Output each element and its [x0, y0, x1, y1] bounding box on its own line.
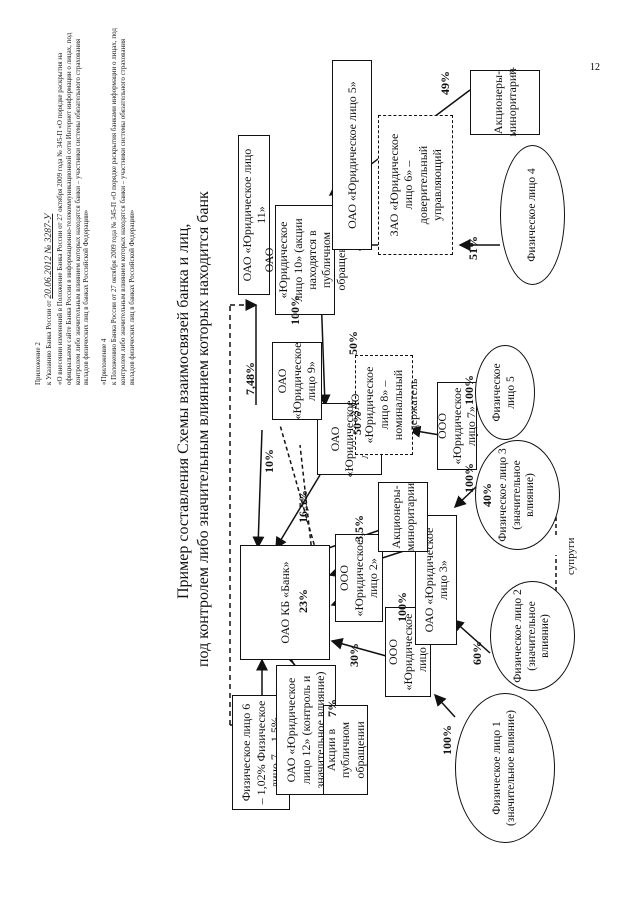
line-pers3-oao3: [453, 484, 479, 509]
pct-pers2-60: 60%: [470, 641, 484, 665]
node-zao6: ЗАО «Юридическое лицо 6» – доверительный…: [378, 115, 453, 255]
line-pers1-ooo1: [433, 693, 456, 718]
node-pers4: Физическое лицо 4: [500, 145, 565, 285]
pct-minority2-49: 49%: [438, 71, 452, 95]
pct-oao4-165: 16,5%: [296, 490, 310, 523]
pct-pers1-100: 100%: [440, 725, 454, 755]
line-ooo7-zao8: [408, 425, 441, 438]
pct-pers3-40: 40%: [480, 483, 494, 507]
node-ooo2: ООО «Юридическое лицо 2»: [335, 534, 383, 622]
pct-oao10-100: 100%: [288, 295, 302, 325]
pct-ooo2-23: 23%: [296, 589, 310, 613]
pct-oao9-10: 10%: [262, 449, 276, 473]
node-pers2: Физическое лицо 2 (значительное влияние): [490, 581, 575, 691]
pct-oao3-100: 100%: [395, 592, 409, 622]
spouses-label: супруги: [565, 537, 577, 575]
pct-oao9-748: 7,48%: [243, 362, 257, 395]
line-pers2-oao3: [451, 619, 491, 654]
node-zao8: ЗАО «Юридическое лицо 8» – номинальный д…: [348, 355, 420, 455]
node-public-shares: Акции в публичном обращении: [323, 705, 368, 795]
node-oao9: ОАО «Юридическое лицо 9»: [272, 342, 322, 420]
node-bank: ОАО КБ «Банк»: [240, 545, 330, 660]
pct-ooo7-100: 100%: [462, 463, 476, 493]
trailing-mark: ».: [505, 66, 517, 75]
node-minority2: Акционеры-миноритарии: [470, 68, 540, 137]
pct-pers5-100: 100%: [462, 375, 476, 405]
node-oao10: ОАО «Юридическое лицо 10» (акции находят…: [262, 205, 348, 315]
dash-bank-oao9: [279, 424, 321, 566]
pct-oao5-50: 50%: [346, 331, 360, 355]
pct-minority1-35: 3,5%: [352, 515, 366, 542]
node-pers1: Физическое лицо 1 (значительное влияние): [455, 693, 555, 843]
pct-zao8-50: 50%: [350, 411, 364, 435]
line-oao4-bank: [275, 474, 321, 550]
page-number: 12: [590, 62, 600, 73]
node-minority1: Акционеры-миноритарии: [378, 482, 428, 552]
node-pers5: Физическое лицо 5: [475, 345, 535, 440]
line-oao9-bank: [252, 429, 265, 549]
pct-public-7: 7%: [325, 699, 339, 717]
pct-zao6-51: 51%: [466, 236, 480, 260]
pct-ooo1-30: 30%: [347, 643, 361, 667]
node-oao5: ОАО «Юридическое лицо 5»: [332, 60, 372, 250]
